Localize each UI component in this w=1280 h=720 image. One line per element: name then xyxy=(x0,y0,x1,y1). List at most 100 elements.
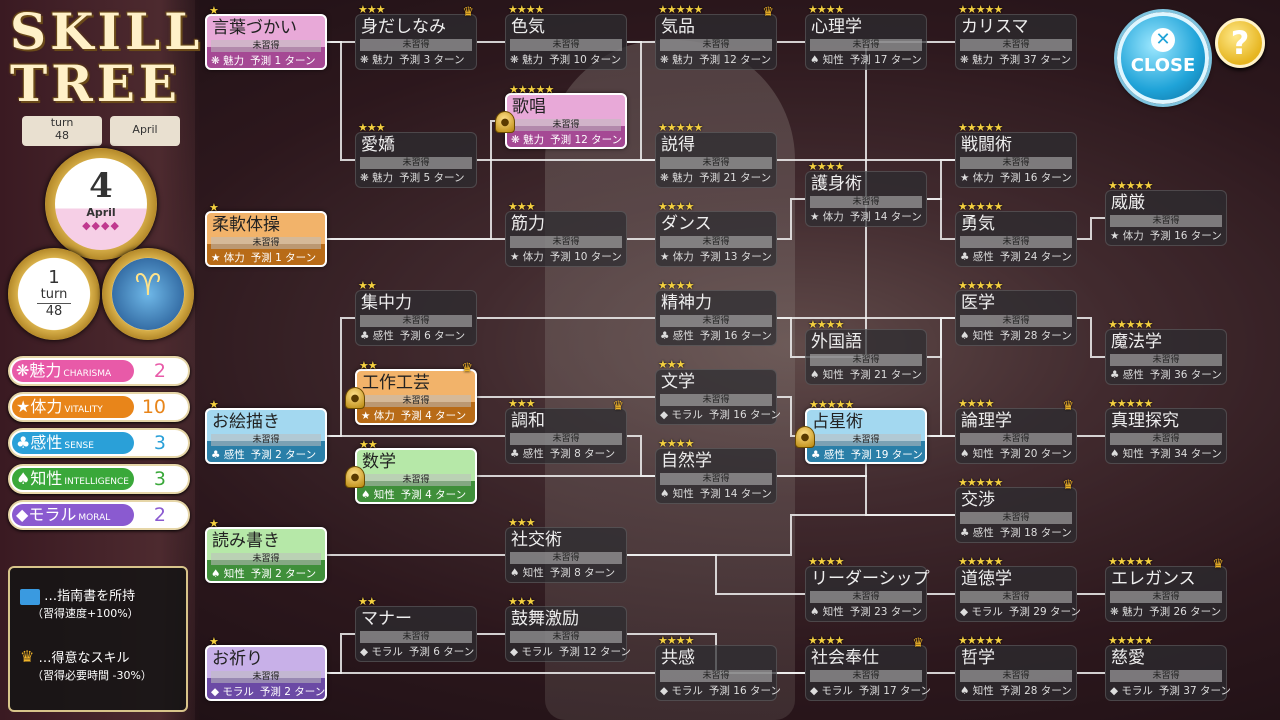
skill-status: 未習得 xyxy=(660,473,772,485)
skill-node-kasho[interactable]: ★★★★★歌唱未習得❋ 魅力予測 12 ターン● xyxy=(495,83,627,149)
skill-node-shakaihoshi[interactable]: ★★★★社会奉仕未習得◆ モラル予測 17 ターン♛ xyxy=(805,634,931,701)
skill-stars: ★★★★★ xyxy=(958,279,1003,292)
skill-node-oinori[interactable]: ★お祈り未習得◆ モラル予測 2 ターン xyxy=(205,635,327,701)
skill-stat-prediction: ❋ 魅力予測 12 ターン xyxy=(511,133,622,147)
skill-node-igaku[interactable]: ★★★★★医学未習得♠ 知性予測 28 ターン xyxy=(955,279,1077,346)
lock-icon: ● xyxy=(345,466,365,488)
skill-prediction: 予測 21 ターン xyxy=(699,172,772,184)
skill-stars: ★ xyxy=(209,4,219,17)
skill-node-shizen[interactable]: ★★★★自然学未習得♠ 知性予測 14 ターン xyxy=(655,437,777,504)
skill-node-iroke[interactable]: ★★★★色気未習得❋ 魅力予測 10 ターン xyxy=(505,3,627,70)
skill-name: 外国語 xyxy=(811,332,862,352)
skill-prediction: 予測 36 ターン xyxy=(1149,369,1222,381)
skill-node-leader[interactable]: ★★★★リーダーシップ未習得♠ 知性予測 23 ターン xyxy=(805,555,930,622)
skill-node-shakou[interactable]: ★★★社交術未習得♠ 知性予測 8 ターン xyxy=(505,516,627,583)
skill-status: 未習得 xyxy=(510,631,622,643)
skill-node-elegance[interactable]: ★★★★★エレガンス未習得❋ 魅力予測 26 ターン♛ xyxy=(1105,555,1227,622)
skill-node-bungaku[interactable]: ★★★文学未習得◆ モラル予測 16 ターン xyxy=(655,358,781,425)
skill-name: 歌唱 xyxy=(512,97,546,117)
skill-stat-prediction: ❋ 魅力予測 5 ターン xyxy=(360,171,464,185)
skill-node-tetsugaku[interactable]: ★★★★★哲学未習得♠ 知性予測 28 ターン xyxy=(955,634,1077,701)
skill-prediction: 予測 37 ターン xyxy=(999,54,1072,66)
skill-node-kotoba[interactable]: ★言葉づかい未習得❋ 魅力予測 1 ターン xyxy=(205,4,327,70)
skill-status: 未習得 xyxy=(660,394,772,406)
skill-node-kinryoku[interactable]: ★★★筋力未習得★ 体力予測 10 ターン xyxy=(505,200,627,267)
skill-status: 未習得 xyxy=(361,395,471,407)
skill-node-kihin[interactable]: ★★★★★気品未習得❋ 魅力予測 12 ターン♛ xyxy=(655,3,777,70)
skill-node-manner[interactable]: ★★マナー未習得◆ モラル予測 6 ターン xyxy=(355,595,477,662)
skill-stat: ♣ 感性 xyxy=(960,251,994,263)
skill-stat-prediction: ♣ 感性予測 24 ターン xyxy=(960,250,1072,264)
skill-node-ronri[interactable]: ★★★★論理学未習得♠ 知性予測 20 ターン♛ xyxy=(955,397,1077,464)
skill-node-aikyo[interactable]: ★★★愛嬌未習得❋ 魅力予測 5 ターン xyxy=(355,121,477,188)
skill-stat-prediction: ♠ 知性予測 4 ターン xyxy=(361,488,466,502)
skill-name: 言葉づかい xyxy=(212,18,297,38)
skill-node-mahougaku[interactable]: ★★★★★魔法学未習得♣ 感性予測 36 ターン xyxy=(1105,318,1227,385)
legend-book: …指南書を所持 （習得速度+100%） xyxy=(20,588,186,622)
skill-stat: ◆ モラル xyxy=(510,646,553,658)
skill-status: 未習得 xyxy=(1110,433,1222,445)
skill-stat-prediction: ★ 体力予測 16 ターン xyxy=(960,171,1072,185)
skill-stat: ♠ 知性 xyxy=(510,567,544,579)
skill-node-kyokan[interactable]: ★★★★共感未習得◆ モラル予測 16 ターン xyxy=(655,634,781,701)
stat-value: 10 xyxy=(141,396,166,418)
skill-node-shinri[interactable]: ★★★★★真理探究未習得♠ 知性予測 34 ターン xyxy=(1105,397,1227,464)
skill-stars: ★★★★★ xyxy=(958,121,1003,134)
skill-status: 未習得 xyxy=(510,552,622,564)
date-month: April xyxy=(86,206,116,219)
skill-node-yuuki[interactable]: ★★★★★勇気未習得♣ 感性予測 24 ターン xyxy=(955,200,1077,267)
skill-status: 未習得 xyxy=(810,591,922,603)
skill-node-oekaki[interactable]: ★お絵描き未習得♣ 感性予測 2 ターン xyxy=(205,398,327,464)
skill-node-karisuma[interactable]: ★★★★★カリスマ未習得❋ 魅力予測 37 ターン xyxy=(955,3,1077,70)
skill-node-gaikokugo[interactable]: ★★★★外国語未習得♠ 知性予測 21 ターン xyxy=(805,318,927,385)
skill-node-shinrigaku[interactable]: ★★★★心理学未習得♠ 知性予測 17 ターン xyxy=(805,3,927,70)
close-icon: ✕ xyxy=(1151,28,1175,52)
skill-stars: ★★★★ xyxy=(658,279,694,292)
skill-node-kosaku[interactable]: ★★工作工芸未習得★ 体力予測 4 ターン♛● xyxy=(345,359,477,425)
skill-name: 威厳 xyxy=(1111,193,1145,213)
skill-node-settoku[interactable]: ★★★★★説得未習得❋ 魅力予測 21 ターン xyxy=(655,121,777,188)
skill-prediction: 予測 37 ターン xyxy=(1158,685,1231,697)
skill-stat: ★ 体力 xyxy=(660,251,694,263)
skill-node-junan[interactable]: ★柔軟体操未習得★ 体力予測 1 ターン xyxy=(205,201,327,267)
skill-name: 身だしなみ xyxy=(361,17,446,37)
skill-status: 未習得 xyxy=(660,39,772,51)
skill-name: 工作工芸 xyxy=(362,373,430,393)
stat-value: 3 xyxy=(153,432,166,454)
skill-stat-prediction: ♠ 知性予測 17 ターン xyxy=(810,53,922,67)
skill-node-goshin[interactable]: ★★★★護身術未習得★ 体力予測 14 ターン xyxy=(805,160,927,227)
skill-node-yomikaki[interactable]: ★読み書き未習得♠ 知性予測 2 ターン xyxy=(205,517,327,583)
skill-stat-prediction: ◆ モラル予測 16 ターン xyxy=(660,684,781,698)
skill-node-dance[interactable]: ★★★★ダンス未習得★ 体力予測 13 ターン xyxy=(655,200,777,267)
skill-stat-prediction: ❋ 魅力予測 3 ターン xyxy=(360,53,464,67)
skill-node-shuchu[interactable]: ★★集中力未習得♣ 感性予測 6 ターン xyxy=(355,279,477,346)
skill-stars: ★★★★★ xyxy=(958,555,1003,568)
skill-prediction: 予測 2 ターン xyxy=(250,449,317,461)
skill-node-senseijutsu[interactable]: ★★★★★占星術未習得♣ 感性予測 19 ターン● xyxy=(795,398,927,464)
skill-node-midashinami[interactable]: ★★★身だしなみ未習得❋ 魅力予測 3 ターン♛ xyxy=(355,3,477,70)
skill-prediction: 予測 24 ターン xyxy=(999,251,1072,263)
skill-stat-prediction: ★ 体力予測 13 ターン xyxy=(660,250,772,264)
charisma-icon: ❋ xyxy=(16,361,30,380)
skill-name: 真理探究 xyxy=(1111,411,1179,431)
skill-status: 未習得 xyxy=(960,236,1072,248)
skill-node-jiai[interactable]: ★★★★★慈愛未習得◆ モラル予測 37 ターン xyxy=(1105,634,1231,701)
skill-node-kobu[interactable]: ★★★鼓舞激励未習得◆ モラル予測 12 ターン xyxy=(505,595,631,662)
skill-node-igen[interactable]: ★★★★★威厳未習得★ 体力予測 16 ターン xyxy=(1105,179,1227,246)
skill-node-dotoku[interactable]: ★★★★★道徳学未習得◆ モラル予測 29 ターン xyxy=(955,555,1081,622)
close-button[interactable]: ✕ CLOSE xyxy=(1117,12,1209,104)
skill-name: 柔軟体操 xyxy=(212,215,280,235)
skill-name: 精神力 xyxy=(661,293,712,313)
edge-chowa-shizen xyxy=(627,435,655,477)
crown-icon: ♛ xyxy=(461,361,473,376)
skill-node-sentou[interactable]: ★★★★★戦闘術未習得★ 体力予測 16 ターン xyxy=(955,121,1077,188)
help-button[interactable]: ? xyxy=(1215,18,1265,68)
skill-prediction: 予測 5 ターン xyxy=(399,172,465,184)
skill-node-chowa[interactable]: ★★★調和未習得♣ 感性予測 8 ターン♛ xyxy=(505,397,627,464)
skill-node-sugaku[interactable]: ★★数学未習得♠ 知性予測 4 ターン● xyxy=(345,438,477,504)
skill-node-kosho[interactable]: ★★★★★交渉未習得♣ 感性予測 18 ターン♛ xyxy=(955,476,1077,543)
edge-yuuki-igen xyxy=(1077,217,1105,240)
skill-node-seishin[interactable]: ★★★★精神力未習得♣ 感性予測 16 ターン xyxy=(655,279,777,346)
